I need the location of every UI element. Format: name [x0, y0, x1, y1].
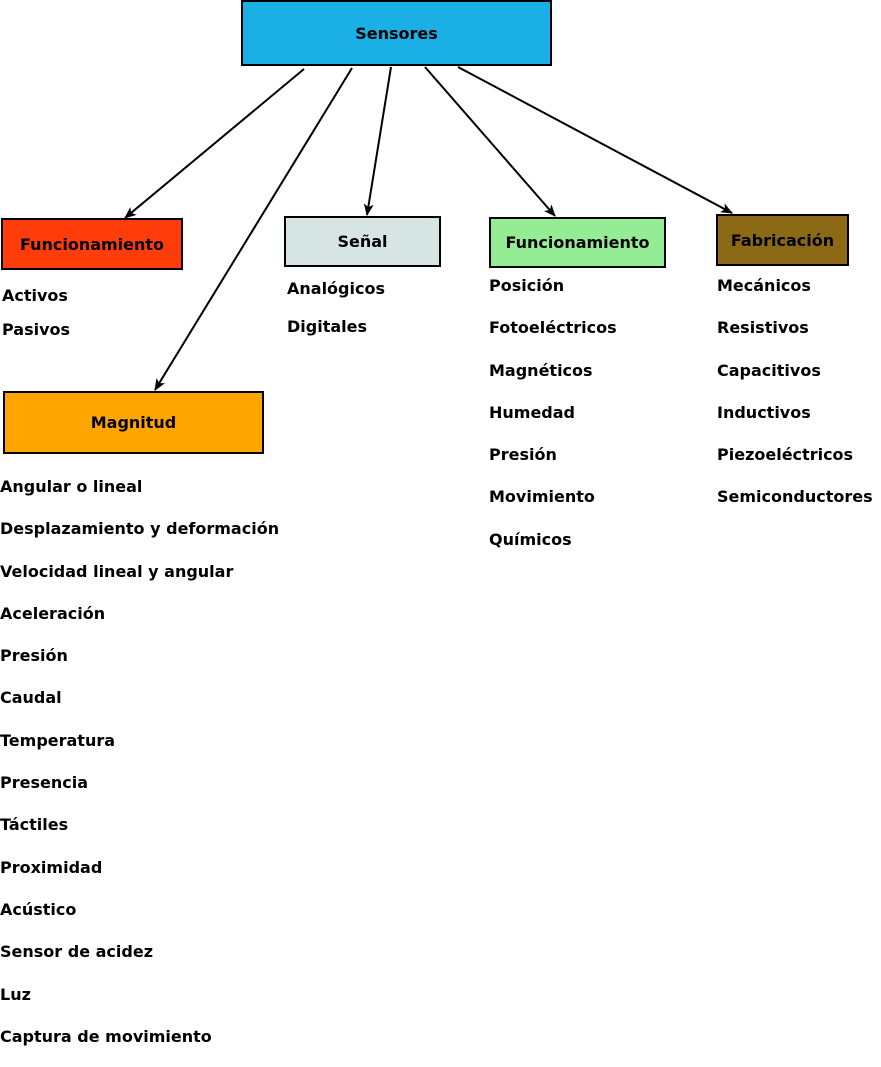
- list-item: Piezoeléctricos: [717, 445, 854, 465]
- root-node-label: Sensores: [355, 23, 438, 43]
- node-funcionamiento-2-label: Funcionamiento: [505, 233, 650, 252]
- list-item: Sensor de acidez: [0, 942, 153, 962]
- list-item: Proximidad: [0, 857, 103, 877]
- list-item: Presencia: [0, 773, 88, 793]
- list-item: Fotoeléctricos: [489, 318, 617, 338]
- list-item: Presión: [489, 445, 557, 465]
- node-fabricacion: Fabricación: [716, 214, 849, 266]
- arrow-to-funcionamiento-2: [424, 66, 556, 217]
- list-item: Presión: [0, 646, 68, 666]
- node-magnitud-label: Magnitud: [90, 413, 177, 432]
- list-item: Desplazamiento y deformación: [0, 519, 280, 539]
- list-item: Pasivos: [2, 320, 71, 339]
- list-item: Posición: [489, 276, 565, 295]
- list-item: Humedad: [489, 402, 576, 422]
- node-funcionamiento-1-label: Funcionamiento: [19, 234, 165, 254]
- arrow-to-fabricacion: [457, 66, 733, 214]
- node-funcionamiento-2: Funcionamiento: [489, 217, 666, 268]
- arrow-to-senal: [363, 66, 392, 216]
- list-item: Resistivos: [717, 318, 809, 338]
- list-item: Angular o lineal: [0, 477, 143, 496]
- node-fabricacion-label: Fabricación: [730, 230, 835, 250]
- list-item: Activos: [2, 286, 68, 305]
- list-item: Luz: [0, 984, 31, 1004]
- list-item: Táctiles: [0, 815, 69, 835]
- list-item: Mecánicos: [717, 276, 811, 295]
- list-item: Captura de movimiento: [0, 1026, 212, 1046]
- list-item: Magnéticos: [489, 360, 593, 380]
- list-item: Acústico: [0, 899, 77, 919]
- list-item: Caudal: [0, 688, 62, 708]
- list-item: Temperatura: [0, 730, 116, 750]
- list-item: Analógicos: [287, 279, 385, 298]
- root-node-sensores: Sensores: [241, 0, 552, 66]
- node-funcionamiento-1: Funcionamiento: [1, 218, 183, 270]
- list-item: Velocidad lineal y angular: [0, 561, 234, 581]
- arrow-to-funcionamiento-1: [124, 68, 305, 219]
- list-item: Aceleración: [0, 603, 106, 623]
- list-item: Movimiento: [489, 487, 595, 507]
- list-item: Capacitivos: [717, 360, 821, 380]
- list-item: Inductivos: [717, 402, 811, 422]
- list-item: Químicos: [489, 529, 572, 549]
- list-item: Digitales: [287, 317, 368, 336]
- node-senal: Señal: [284, 216, 441, 267]
- list-item: Semiconductores: [717, 487, 873, 507]
- node-magnitud: Magnitud: [3, 391, 264, 454]
- node-senal-label: Señal: [337, 232, 388, 251]
